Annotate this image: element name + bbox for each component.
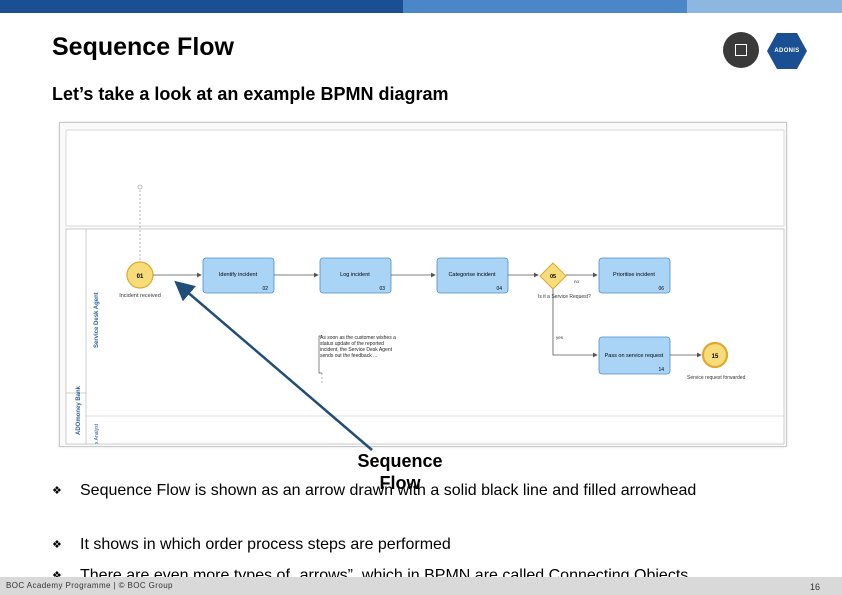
start-event-id: 01 bbox=[137, 274, 144, 280]
text-annotation: As soon as the customer wishes a status … bbox=[320, 335, 396, 359]
bullet-item: ❖ It shows in which order process steps … bbox=[52, 534, 732, 556]
task-label: Pass on service request bbox=[605, 353, 664, 359]
footer-bar: BOC Academy Programme | © BOC Group 16 bbox=[0, 577, 842, 595]
lane-label-analyst: x Analyst bbox=[94, 423, 100, 444]
gateway-label: Is it a Service Request? bbox=[538, 294, 591, 300]
end-event bbox=[701, 341, 729, 369]
task-categorise-incident: Categorise incident 04 bbox=[436, 257, 509, 294]
end-event-label: Service request forwarded bbox=[687, 375, 746, 381]
top-bar-segment-dark bbox=[0, 0, 403, 13]
lane-label-service-desk: Service Desk Agent bbox=[94, 292, 100, 348]
square-icon-button[interactable] bbox=[723, 32, 759, 68]
slide-subtitle: Let’s take a look at an example BPMN dia… bbox=[52, 84, 449, 104]
bpmn-diagram: Service Desk Agent ADOmoney Bank x Analy… bbox=[59, 122, 787, 447]
page-number: 16 bbox=[809, 582, 820, 592]
bullet-icon: ❖ bbox=[52, 570, 62, 582]
sequence-flow bbox=[552, 289, 598, 358]
pool-header-area bbox=[65, 129, 785, 227]
top-color-bar bbox=[0, 0, 842, 13]
bullet-icon: ❖ bbox=[52, 485, 62, 497]
task-label: Identify incident bbox=[219, 272, 258, 278]
slide-title: Sequence Flow bbox=[52, 33, 234, 61]
task-identify-incident: Identify incident 02 bbox=[202, 257, 275, 294]
task-pass-on-service-request: Pass on service request 14 bbox=[598, 336, 671, 375]
task-number: 14 bbox=[658, 367, 664, 373]
end-event-id: 15 bbox=[712, 354, 719, 360]
bullet-text: It shows in which order process steps ar… bbox=[80, 536, 451, 553]
task-number: 04 bbox=[496, 286, 502, 292]
bpmn-canvas: Service Desk Agent ADOmoney Bank x Analy… bbox=[65, 129, 785, 445]
bullet-item: ❖ Sequence Flow is shown as an arrow dra… bbox=[52, 480, 732, 502]
sequence-flow-callout: Sequence Flow bbox=[357, 451, 443, 493]
adonis-logo: ADONIS bbox=[767, 33, 807, 69]
gateway-yes-label: yes bbox=[556, 335, 564, 340]
gateway-no-label: no bbox=[574, 279, 580, 284]
square-icon bbox=[735, 44, 747, 56]
task-number: 03 bbox=[379, 286, 385, 292]
top-bar-segment-light bbox=[687, 0, 842, 13]
task-prioritise-incident: Prioritise incident 06 bbox=[598, 257, 671, 294]
footer-text: BOC Academy Programme | © BOC Group bbox=[6, 581, 173, 590]
gateway-id: 05 bbox=[550, 274, 556, 280]
top-bar-segment-mid bbox=[403, 0, 687, 13]
task-label: Prioritise incident bbox=[613, 272, 655, 278]
start-event-label: Incident received bbox=[119, 293, 161, 299]
task-number: 06 bbox=[658, 286, 664, 292]
bullet-text: Sequence Flow is shown as an arrow drawn… bbox=[80, 482, 697, 499]
task-log-incident: Log incident 03 bbox=[319, 257, 392, 294]
pool-label: ADOmoney Bank bbox=[76, 385, 82, 435]
bullet-icon: ❖ bbox=[52, 539, 62, 551]
task-label: Categorise incident bbox=[448, 272, 496, 278]
task-label: Log incident bbox=[340, 272, 370, 278]
task-number: 02 bbox=[262, 286, 268, 292]
